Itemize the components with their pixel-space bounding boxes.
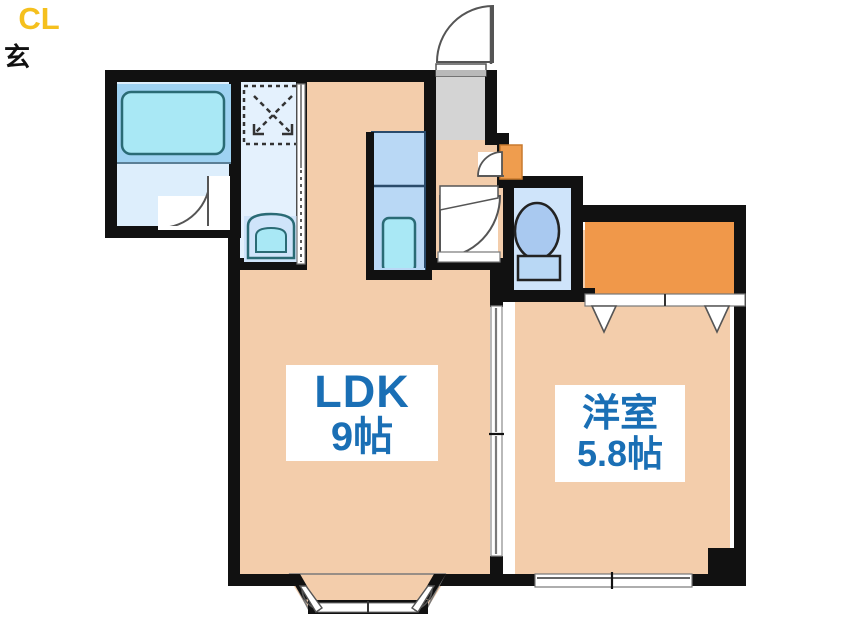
washroom-sliding-door bbox=[296, 83, 306, 265]
toilet-fixture bbox=[513, 188, 571, 290]
room-label-ldk: LDK 9帖 bbox=[286, 365, 438, 461]
ldk-name: LDK bbox=[314, 366, 410, 418]
kitchen-wall-left bbox=[366, 132, 374, 280]
shoe-cabinet bbox=[477, 144, 523, 180]
bay-window-sliding-glass bbox=[288, 573, 447, 614]
ldk-size: 9帖 bbox=[330, 414, 394, 459]
hall-door-swing bbox=[437, 185, 502, 263]
vanity-sink bbox=[244, 212, 298, 262]
room-label-bedroom: 洋室 5.8帖 bbox=[555, 385, 685, 482]
room-label-closet: CL bbox=[0, 0, 78, 38]
room-label-entrance: 玄 bbox=[0, 38, 34, 73]
bedroom-size: 5.8帖 bbox=[576, 432, 664, 474]
closet-fill bbox=[585, 222, 745, 294]
kitchen-counter bbox=[371, 131, 426, 278]
washing-machine-space-icon bbox=[242, 84, 304, 146]
bathtub bbox=[117, 84, 231, 162]
bedroom-name: 洋室 bbox=[581, 392, 658, 435]
entrance-door-swing bbox=[435, 4, 494, 77]
bath-door-swing bbox=[158, 176, 230, 230]
bedroom-sliding-window bbox=[534, 572, 693, 589]
closet-folding-doors bbox=[584, 293, 746, 334]
kitchen-wall-bottom bbox=[366, 270, 432, 280]
ldk-bedroom-sliding-door bbox=[489, 305, 504, 557]
genkan-tile bbox=[435, 75, 485, 140]
